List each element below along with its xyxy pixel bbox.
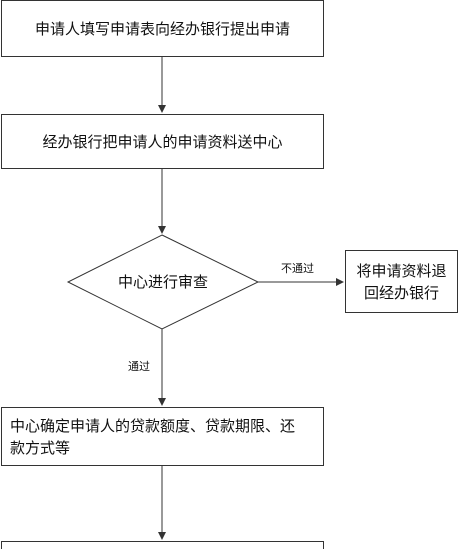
- step1-label: 申请人填写申请表向经办银行提出申请: [34, 19, 290, 38]
- reject-label-line2: 回经办银行: [363, 283, 439, 302]
- decision-label: 中心进行审查: [118, 273, 209, 291]
- step2-box: 经办银行把申请人的申请资料送中心: [1, 114, 324, 169]
- not-pass-label: 不通过: [281, 262, 314, 275]
- reject-label-line1: 将申请资料退: [356, 261, 447, 280]
- step2-label: 经办银行把申请人的申请资料送中心: [42, 132, 283, 151]
- next-step-box: [1, 541, 324, 549]
- step4-box: 中心确定申请人的贷款额度、贷款期限、还 款方式等: [1, 407, 324, 466]
- reject-box: 将申请资料退 回经办银行: [345, 250, 458, 313]
- pass-label: 通过: [128, 360, 150, 373]
- step1-box: 申请人填写申请表向经办银行提出申请: [1, 0, 324, 57]
- step4-label-line2: 款方式等: [10, 438, 71, 457]
- step4-label-line1: 中心确定申请人的贷款额度、贷款期限、还: [10, 416, 296, 435]
